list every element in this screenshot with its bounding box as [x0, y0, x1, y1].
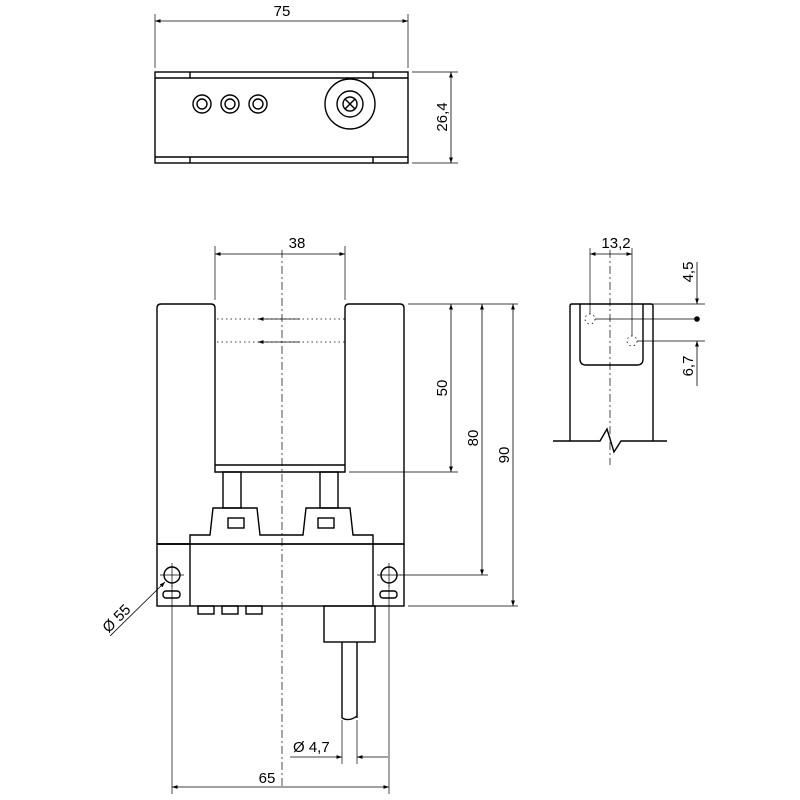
top-view-body: [154, 71, 409, 164]
mounting-hole-icon: [377, 563, 401, 599]
emitter-point-icon: [584, 313, 596, 325]
post-right: [319, 471, 339, 509]
top-view: 75 26,4: [154, 3, 458, 164]
lower-offset-label: 6,7: [680, 356, 697, 377]
fork-housing: [156, 303, 405, 545]
upper-offset-label: 4,5: [680, 262, 697, 283]
potentiometer-icon: [324, 78, 376, 130]
led-indicator-icon: [220, 94, 240, 114]
base-block: [156, 543, 405, 607]
total-height-label: 90: [496, 447, 513, 464]
hole-diameter-label: Ø 55: [99, 601, 134, 636]
side-width-label: 13,2: [601, 235, 630, 252]
slot-depth-label: 50: [434, 380, 451, 397]
side-view-body: [569, 303, 654, 441]
top-width-label: 75: [274, 3, 291, 20]
side-view: 13,2 4,5 6,7: [553, 235, 705, 465]
cable-diameter-label: Ø 4,7: [293, 739, 330, 756]
mount-height-label: 80: [465, 430, 482, 447]
front-view: 38 50 80 90 Ø 55 Ø 4,7 65: [99, 235, 518, 794]
slot-width-label: 38: [289, 235, 306, 252]
led-indicator-icon: [248, 94, 268, 114]
mounting-hole-icon: [160, 563, 184, 599]
cable-gland: [323, 605, 376, 643]
receiver-point-icon: [626, 335, 638, 347]
post-left: [222, 471, 242, 509]
hole-spacing-label: 65: [259, 770, 276, 787]
led-indicator-icon: [192, 94, 212, 114]
top-height-label: 26,4: [434, 102, 451, 131]
